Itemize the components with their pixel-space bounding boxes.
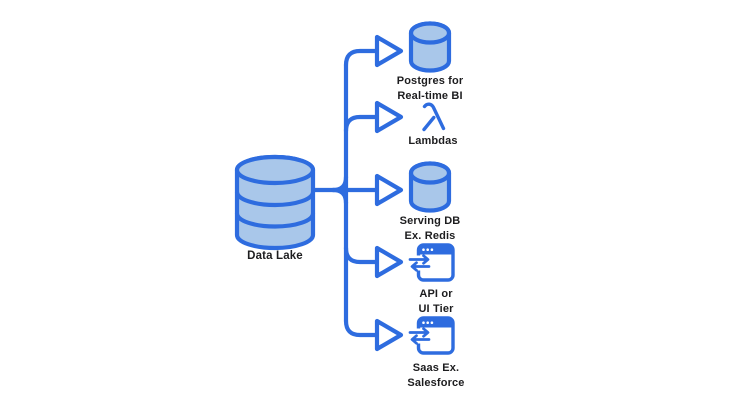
connector-lines <box>310 48 380 338</box>
flow-arrow-icon <box>377 37 401 65</box>
target-label-serving-db: Serving DB Ex. Redis <box>399 215 461 242</box>
data-lake-label: Data Lake <box>247 250 303 262</box>
target-label-postgres: Postgres for Real-time BI <box>396 75 464 102</box>
flow-arrow-icon <box>377 248 401 276</box>
flow-arrow-icon <box>377 176 401 204</box>
data-lake-icon <box>234 154 316 251</box>
target-label-api-ui: API or UI Tier <box>418 288 454 315</box>
target-label-saas: Saas Ex. Salesforce <box>407 362 465 389</box>
saas-window-icon <box>410 318 453 353</box>
postgres-db-icon <box>411 24 449 71</box>
lambda-icon <box>422 102 446 132</box>
target-label-lambdas: Lambdas <box>408 135 458 147</box>
serving-db-icon <box>411 164 449 211</box>
flow-arrow-icon <box>377 103 401 131</box>
api-ui-window-icon <box>410 245 453 280</box>
flow-arrow-icon <box>377 321 401 349</box>
